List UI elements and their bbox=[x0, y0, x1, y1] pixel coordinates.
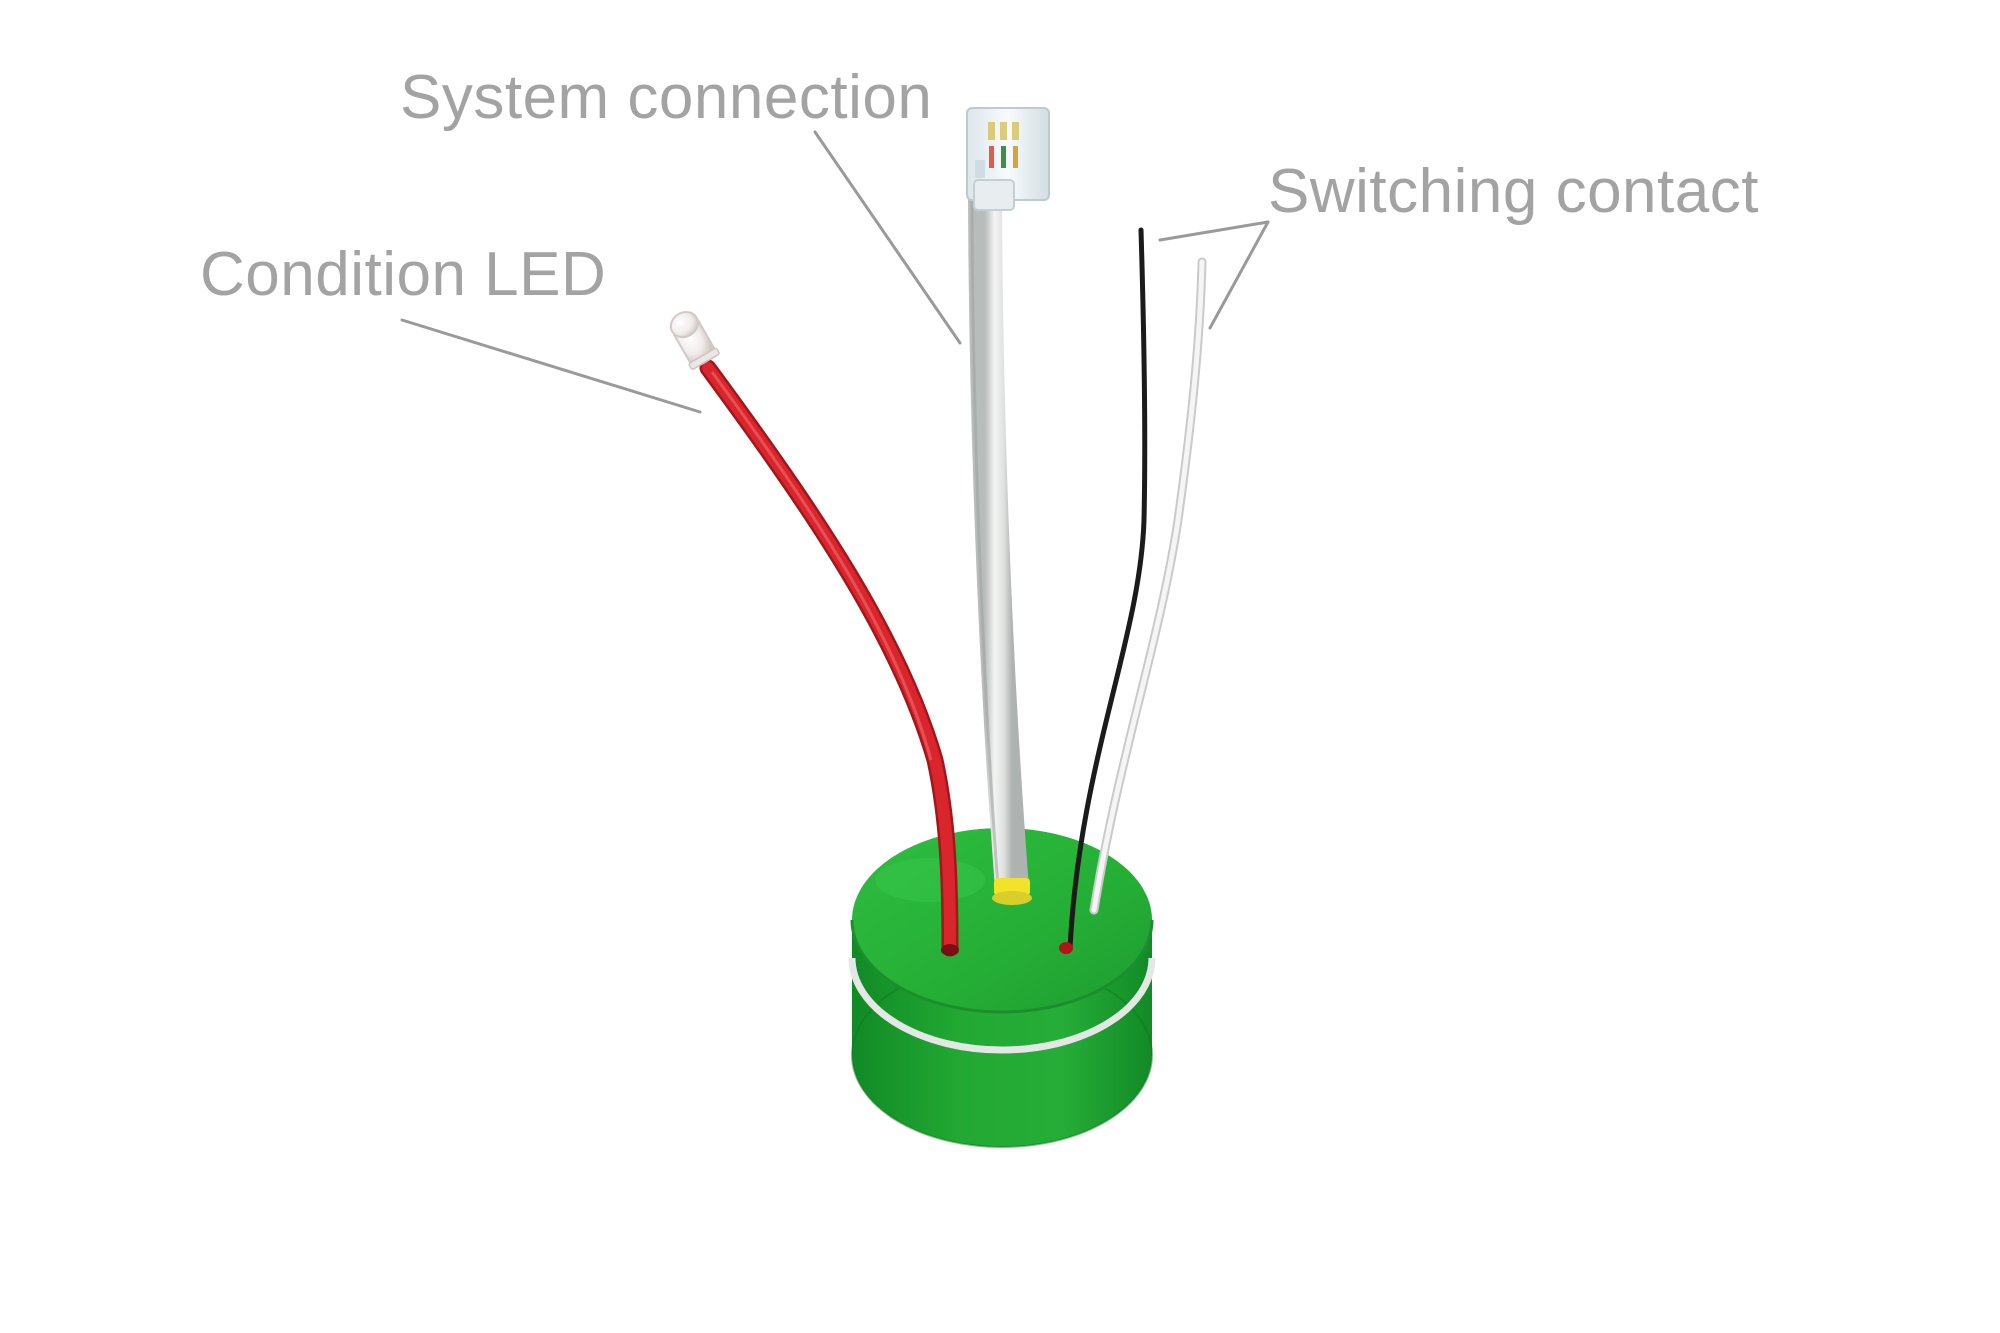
switching-contact-wires bbox=[1059, 227, 1207, 954]
cable-body bbox=[968, 169, 1029, 890]
label-system-connection: System connection bbox=[400, 63, 932, 132]
cable-shade bbox=[970, 189, 1000, 889]
led-entry-hole bbox=[941, 944, 959, 956]
condition-led-assembly bbox=[669, 311, 959, 957]
white-wire-core bbox=[1091, 259, 1205, 913]
leader-condition-led bbox=[400, 318, 702, 414]
rj-plug bbox=[966, 107, 1050, 211]
plug-contact-3 bbox=[1012, 122, 1019, 140]
led-dome bbox=[669, 311, 699, 339]
label-switching-contact: Switching contact bbox=[1268, 157, 1759, 226]
system-cable bbox=[966, 107, 1050, 905]
housing-top-edge bbox=[850, 919, 1154, 1014]
plug-contact-2 bbox=[1000, 122, 1007, 140]
plug-contact-1 bbox=[988, 122, 995, 140]
plug-wire-3 bbox=[1013, 146, 1018, 168]
cable-entry bbox=[992, 891, 1032, 905]
wire-entry-hole bbox=[1059, 942, 1073, 954]
plug-wire-2 bbox=[1001, 146, 1006, 168]
plug-boot bbox=[973, 179, 1015, 211]
leader-switching-black bbox=[1158, 220, 1270, 242]
black-wire bbox=[1067, 227, 1148, 951]
leader-lines bbox=[400, 130, 1270, 414]
leader-switching-white bbox=[1208, 220, 1270, 330]
leader-system-connection bbox=[813, 130, 962, 345]
plug-latch bbox=[975, 160, 985, 178]
housing-rim bbox=[848, 957, 1156, 1054]
red-wire-highlight bbox=[710, 371, 933, 761]
led-collar bbox=[688, 347, 720, 370]
housing-highlight bbox=[875, 858, 985, 902]
label-condition-led: Condition LED bbox=[200, 240, 606, 309]
plug-wire-1 bbox=[989, 146, 994, 168]
cable-yellow-ring bbox=[994, 878, 1030, 896]
led-bulb bbox=[669, 311, 720, 370]
